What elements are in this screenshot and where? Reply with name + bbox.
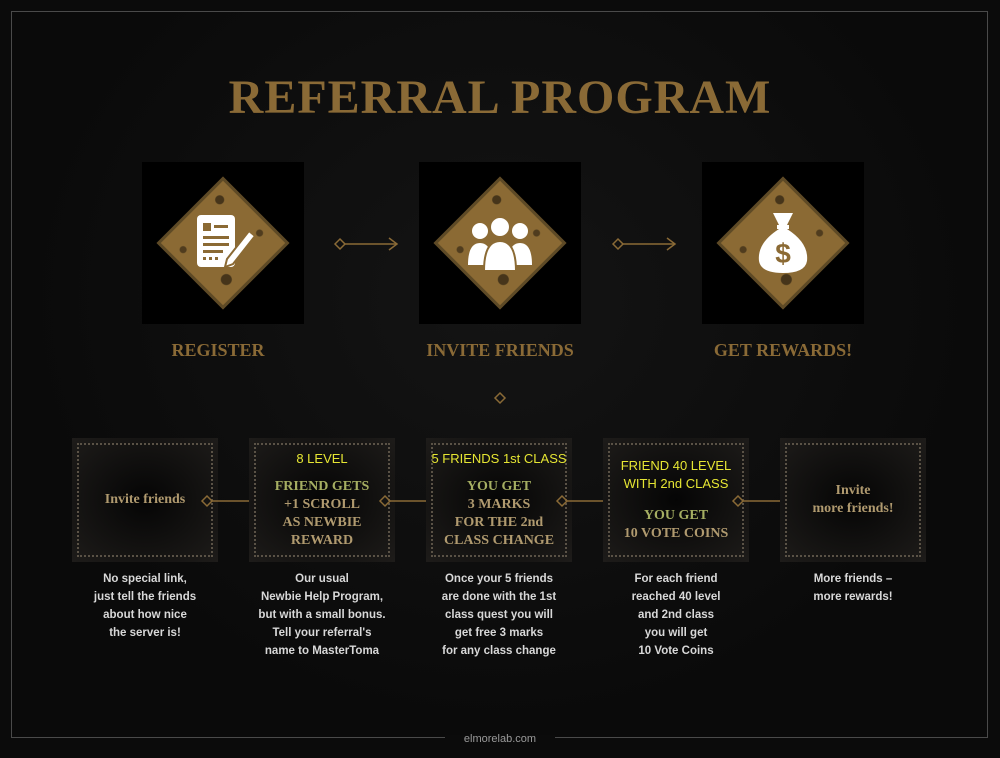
- reward-box-more-friends: Invite more friends!: [780, 438, 926, 562]
- description-invite: No special link, just tell the friends a…: [65, 570, 225, 642]
- box-reward-line: 10 VOTE COINS: [623, 526, 729, 541]
- box-text: more friends!: [812, 501, 894, 516]
- desc-line: the server is!: [109, 627, 181, 639]
- reward-box-invite: Invite friends: [72, 438, 218, 562]
- desc-line: are done with the 1st: [441, 591, 557, 603]
- frame-gap: [445, 735, 555, 743]
- svg-text:$: $: [775, 238, 791, 269]
- box-reward-line: +1 SCROLL: [283, 497, 361, 512]
- step-label-register: REGISTER: [171, 340, 265, 360]
- desc-line: Newbie Help Program,: [260, 591, 384, 603]
- box-reward-line: 3 MARKS: [467, 497, 531, 512]
- outer-frame: [11, 11, 988, 738]
- step-register: [142, 162, 304, 324]
- step-label-invite: INVITE FRIENDS: [426, 340, 574, 360]
- arrow-right-icon: [333, 237, 399, 251]
- desc-line: just tell the friends: [93, 591, 197, 603]
- desc-line: For each friend: [634, 573, 718, 585]
- desc-line: No special link,: [103, 573, 187, 585]
- people-group-icon: [468, 216, 532, 272]
- desc-line: Tell your referral's: [272, 627, 372, 639]
- desc-line: More friends –: [813, 573, 893, 585]
- box-header: 5 FRIENDS 1st CLASS: [431, 451, 567, 466]
- reward-box-8-level: 8 LEVEL FRIEND GETS +1 SCROLL AS NEWBIE …: [249, 438, 395, 562]
- description-40-level: For each friend reached 40 level and 2nd…: [596, 570, 756, 660]
- desc-line: name to MasterToma: [264, 645, 380, 657]
- step-get-rewards: $: [702, 162, 864, 324]
- desc-line: get free 3 marks: [454, 627, 544, 639]
- desc-line: but with a small bonus.: [258, 609, 386, 621]
- description-more-friends: More friends – more rewards!: [773, 570, 933, 606]
- desc-line: about how nice: [103, 609, 187, 621]
- box-text: Invite: [835, 483, 871, 498]
- box-reward-line: REWARD: [290, 533, 354, 548]
- box-reward-line: AS NEWBIE: [282, 515, 362, 530]
- desc-line: class quest you will: [444, 609, 553, 621]
- document-pen-icon: [197, 215, 257, 269]
- desc-line: Once your 5 friends: [444, 573, 553, 585]
- page-title: REFERRAL PROGRAM: [228, 71, 772, 124]
- box-header: 8 LEVEL: [296, 451, 348, 466]
- desc-line: Our usual: [295, 573, 349, 585]
- step-invite-friends: [419, 162, 581, 324]
- box-reward-line: YOU GET: [466, 479, 532, 494]
- ornament-divider: [355, 391, 645, 405]
- reward-box-5-friends: 5 FRIENDS 1st CLASS YOU GET 3 MARKS FOR …: [426, 438, 572, 562]
- box-reward-line: FRIEND GETS: [274, 479, 370, 494]
- step-label-rewards: GET REWARDS!: [713, 340, 853, 360]
- desc-line: you will get: [644, 627, 708, 639]
- money-bag-icon: $: [758, 213, 808, 273]
- arrow-right-icon: [611, 237, 677, 251]
- desc-line: more rewards!: [813, 591, 893, 603]
- reward-box-40-level: FRIEND 40 LEVEL WITH 2nd CLASS YOU GET 1…: [603, 438, 749, 562]
- box-reward-line: FOR THE 2nd: [454, 515, 544, 530]
- box-reward-line: CLASS CHANGE: [443, 533, 555, 548]
- box-header: WITH 2nd CLASS: [623, 476, 729, 491]
- desc-line: for any class change: [442, 645, 556, 657]
- desc-line: reached 40 level: [631, 591, 721, 603]
- desc-line: 10 Vote Coins: [638, 645, 714, 657]
- box-reward-line: YOU GET: [643, 508, 709, 523]
- description-5-friends: Once your 5 friends are done with the 1s…: [419, 570, 579, 660]
- box-text: Invite friends: [104, 492, 186, 507]
- box-header: FRIEND 40 LEVEL: [620, 458, 732, 473]
- desc-line: and 2nd class: [637, 609, 715, 621]
- description-8-level: Our usual Newbie Help Program, but with …: [242, 570, 402, 660]
- box-border: [785, 443, 921, 557]
- footer-site-link[interactable]: elmorelab.com: [463, 733, 537, 745]
